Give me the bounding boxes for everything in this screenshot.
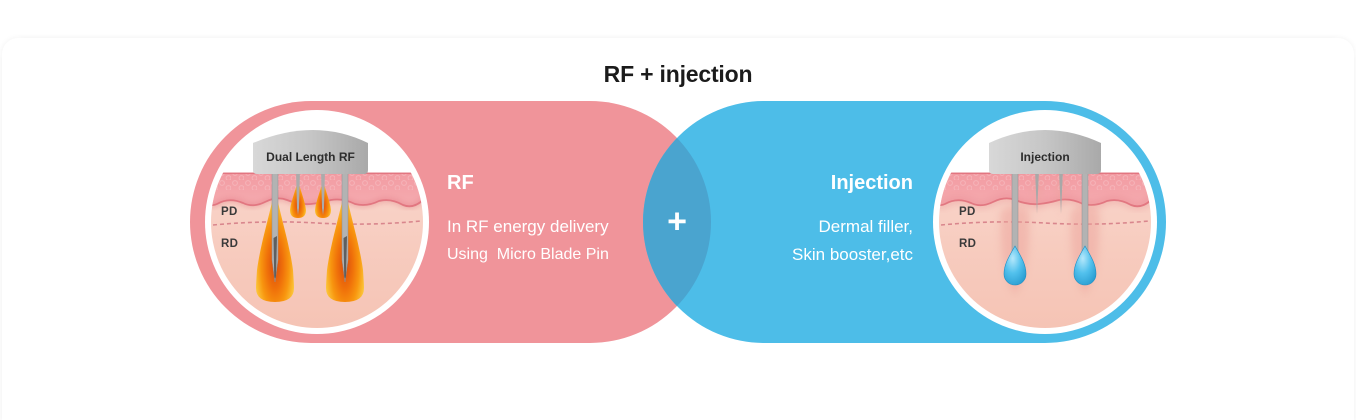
pd-label: PD xyxy=(221,206,238,218)
injection-skin-illustration: PD RD Injection xyxy=(933,110,1157,334)
rf-handpiece-device: Dual Length RF xyxy=(253,130,368,174)
device-label: Dual Length RF xyxy=(266,150,355,164)
rd-label: RD xyxy=(221,238,238,250)
rf-description-line2: Using Micro Blade Pin xyxy=(447,246,609,263)
pd-label: PD xyxy=(959,206,976,218)
pd-rd-boundary-line xyxy=(212,220,422,226)
injection-heading: Injection xyxy=(830,172,913,194)
rd-label: RD xyxy=(959,238,976,250)
rf-skin-illustration: PD RD Dual Length RF xyxy=(205,110,429,334)
injection-handpiece-device: Injection xyxy=(989,130,1101,174)
injection-description-line1: Dermal filler, xyxy=(818,217,913,236)
device-label: Injection xyxy=(1020,150,1069,164)
plus-icon: + xyxy=(667,202,687,241)
diagram-title: RF + injection xyxy=(603,61,753,87)
rf-heading: RF xyxy=(447,172,474,194)
rf-description-line1: In RF energy delivery xyxy=(447,217,609,236)
injection-description-line2: Skin booster,etc xyxy=(792,245,913,264)
rf-needles xyxy=(271,169,349,283)
epidermis-layer xyxy=(939,172,1151,208)
pd-rd-boundary-line xyxy=(940,220,1150,226)
filler-droplets xyxy=(1003,245,1097,286)
